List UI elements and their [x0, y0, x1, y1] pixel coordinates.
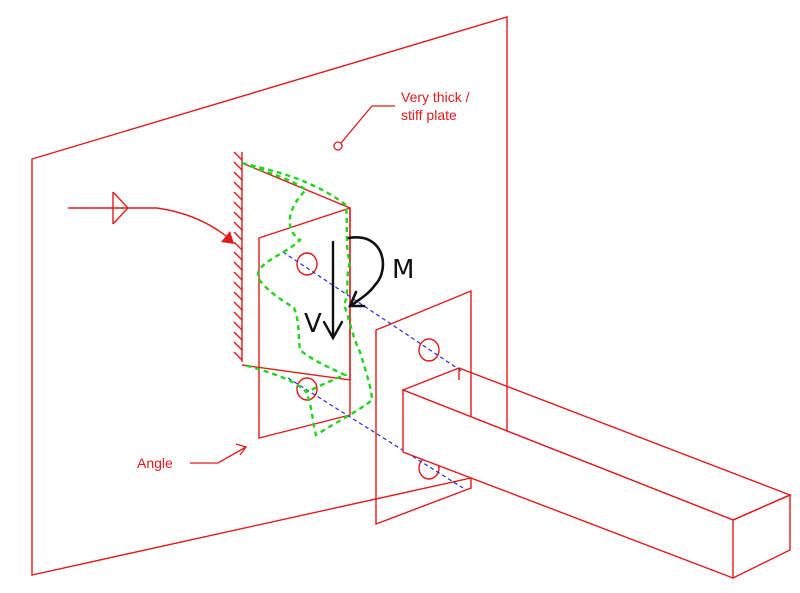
fixed-support-hatching: [233, 151, 243, 362]
bolt-hole-upper: [296, 252, 318, 276]
cantilever-beam: [401, 367, 792, 580]
end-plate-hole-upper: [418, 338, 440, 362]
bolt-line-upper: [282, 251, 464, 373]
moment-arrow: [347, 236, 385, 308]
moment-label: M: [392, 255, 414, 285]
plate-label-leader: [333, 105, 395, 151]
angle-front-leg: [258, 207, 351, 439]
deformed-shape: [241, 161, 374, 437]
plate-label-line-1: Very thick /: [401, 89, 470, 105]
shear-arrow: [322, 240, 344, 341]
angle-label: Angle: [137, 455, 173, 471]
angle-label-leader: [190, 443, 248, 464]
plate-label-line-2: stiff plate: [401, 107, 457, 123]
shear-label: V: [304, 309, 322, 339]
load-arrow: [68, 191, 227, 237]
load-arrow-head-icon: [221, 231, 234, 244]
beam-end-plate: [375, 289, 472, 526]
bolt-hole-lower: [296, 377, 318, 401]
